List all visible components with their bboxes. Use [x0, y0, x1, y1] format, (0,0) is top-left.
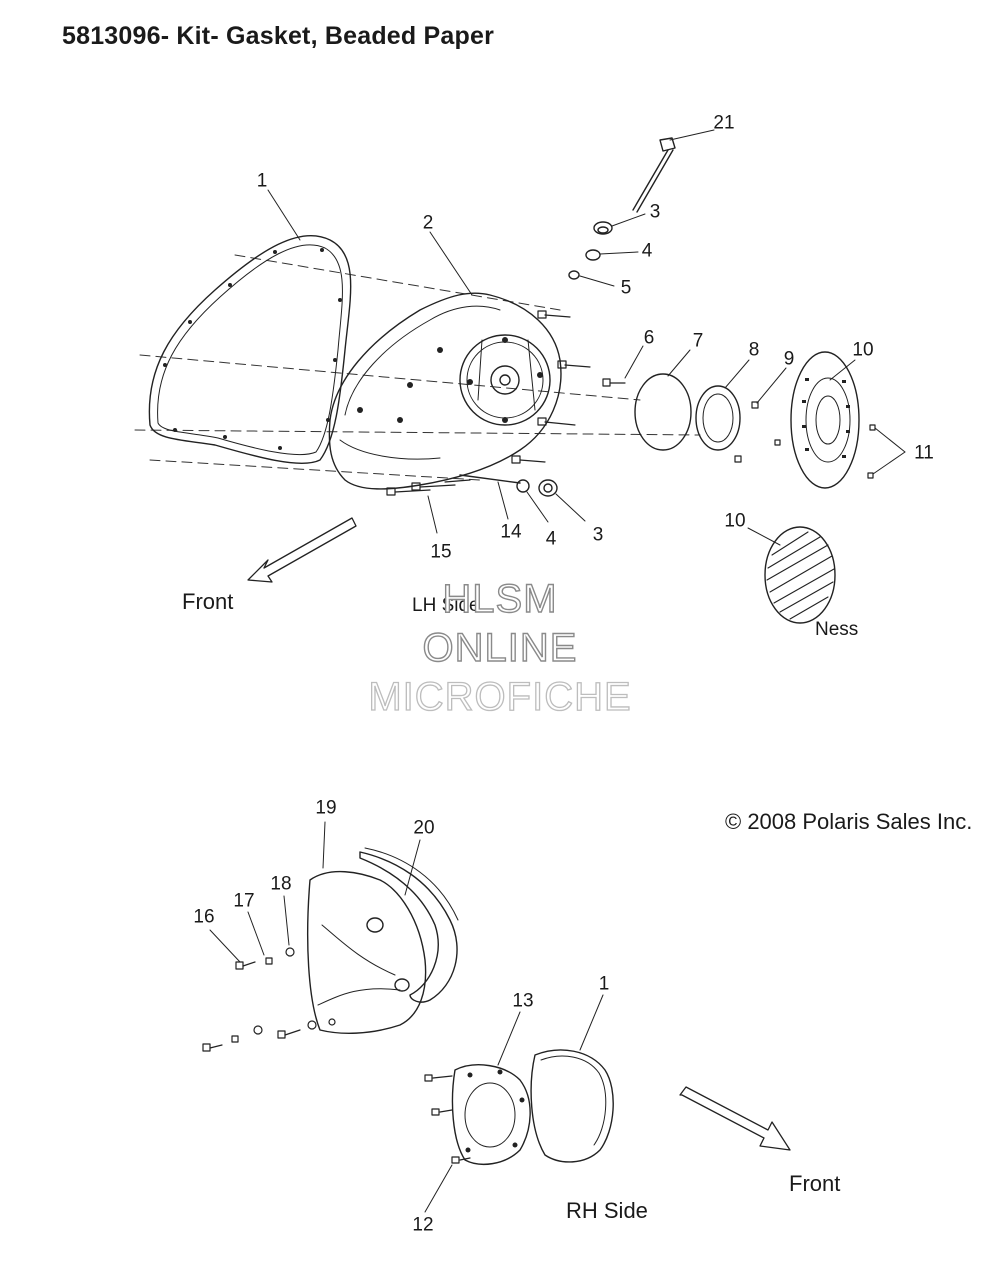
upper-plugs [568, 221, 613, 280]
cam-cover-19 [306, 870, 427, 1034]
decorative-cover [790, 351, 860, 489]
callout-13: 13 [512, 990, 534, 1012]
front-label-bottom: Front [789, 1171, 841, 1196]
leader-lines-top [267, 129, 906, 546]
gasket-lh [148, 235, 352, 464]
callout-19: 19 [315, 797, 337, 819]
callout-17: 17 [233, 890, 255, 912]
callout-3-top: 3 [649, 201, 661, 223]
callout-1-top: 1 [256, 170, 268, 192]
callout-11: 11 [914, 442, 934, 464]
callout-6: 6 [643, 327, 655, 349]
callout-21: 21 [713, 112, 735, 134]
callout-14: 14 [500, 521, 522, 543]
derby-cover [695, 385, 741, 451]
callout-10-ness: 10 [724, 510, 746, 532]
callout-7: 7 [692, 330, 704, 352]
cam-cover-screws [202, 947, 336, 1052]
gasket-rh [530, 1049, 614, 1163]
cam-gasket-20 [359, 847, 459, 1003]
callout-3-lower: 3 [592, 524, 604, 546]
callout-10-top: 10 [852, 339, 874, 361]
primary-cover [328, 292, 562, 490]
cover-bolts [386, 310, 626, 496]
front-label-top: Front [182, 589, 234, 614]
callout-15: 15 [430, 541, 452, 563]
inspection-gasket [634, 373, 692, 451]
callout-16: 16 [193, 906, 215, 928]
shift-shaft-parts [459, 474, 558, 497]
callout-20: 20 [413, 817, 435, 839]
alignment-lines [134, 254, 701, 481]
plate-screws [424, 1074, 471, 1164]
watermark-line-1: HLSM [442, 577, 558, 621]
callout-18: 18 [270, 873, 292, 895]
rh-side-label: RH Side [566, 1198, 648, 1223]
copyright: © 2008 Polaris Sales Inc. [725, 809, 973, 834]
cover-screws [774, 424, 876, 479]
front-arrow-bottom [679, 1086, 791, 1151]
front-arrow-top [247, 517, 357, 583]
watermark-line-2: ONLINE [422, 626, 578, 670]
callout-5: 5 [620, 277, 632, 299]
page-title: 5813096- Kit- Gasket, Beaded Paper [62, 22, 495, 50]
derby-screws [734, 401, 759, 463]
callout-4-lower: 4 [545, 528, 557, 550]
lh-side-label: LH Side [412, 595, 480, 616]
callout-8: 8 [748, 339, 760, 361]
plate-13 [451, 1064, 531, 1166]
callout-9: 9 [783, 348, 795, 370]
callout-1-bottom: 1 [598, 973, 610, 995]
leader-lines-bottom [209, 821, 604, 1213]
ness-label: Ness [815, 619, 859, 640]
dipstick [632, 137, 676, 213]
callout-2: 2 [422, 212, 434, 234]
callout-12: 12 [412, 1214, 434, 1236]
callout-4-top: 4 [641, 240, 653, 262]
ness-cover [764, 526, 836, 624]
watermark-line-3: MICROFICHE [368, 675, 632, 719]
